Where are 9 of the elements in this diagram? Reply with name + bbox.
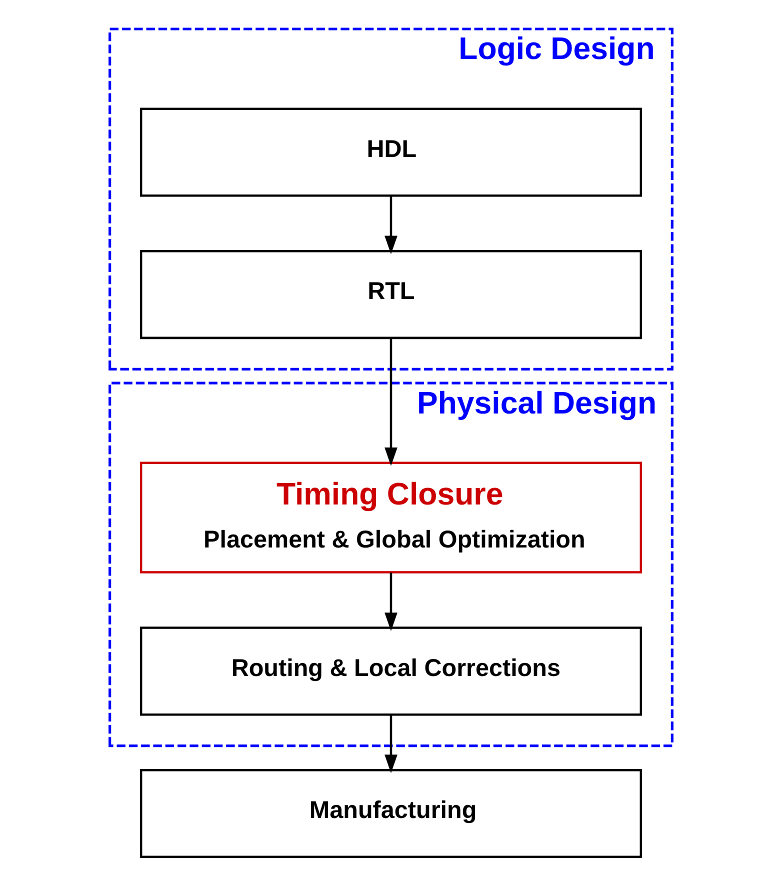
- node-box: Timing Closure Placement & Global Optimization: [139, 462, 642, 574]
- arrow: [384, 572, 397, 631]
- arrow: [384, 714, 397, 774]
- node-box: RTL: [139, 250, 642, 340]
- arrow: [384, 338, 397, 466]
- node-box: HDL: [139, 108, 642, 197]
- arrow: [384, 196, 397, 254]
- node-box: Routing & Local Corrections: [139, 626, 642, 716]
- node-box: Manufacturing: [139, 768, 642, 858]
